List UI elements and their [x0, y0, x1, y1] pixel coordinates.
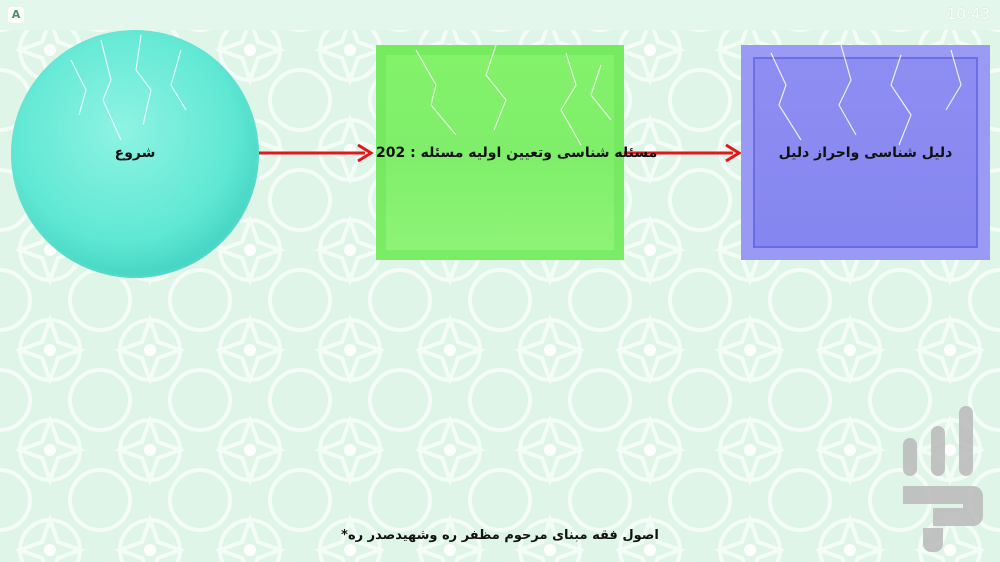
- arrow-head-2: [725, 143, 742, 163]
- start-label: شروع: [114, 145, 156, 161]
- bazaar-logo-icon: [903, 406, 983, 552]
- lightning-decoration: [70, 34, 187, 141]
- step2-label: دلیل شناسی واحراز دلیل: [778, 145, 953, 161]
- status-bar: A 10:43: [0, 0, 1000, 30]
- start-node[interactable]: [11, 30, 259, 278]
- notification-icon: A: [8, 7, 24, 23]
- footnote: *اصول فقه مبنای مرحوم مظفر ره وشهیدصدر ر…: [341, 528, 659, 543]
- arrow-head-1: [357, 143, 374, 163]
- lightning-decoration: [415, 45, 612, 146]
- lightning-decoration: [770, 45, 962, 146]
- step2-node[interactable]: [741, 45, 990, 260]
- status-time: 10:43: [946, 5, 990, 23]
- step1-node[interactable]: [376, 45, 624, 260]
- step1-label: 202 : مسئله شناسی وتعیین اولیه مسئله: [376, 145, 658, 161]
